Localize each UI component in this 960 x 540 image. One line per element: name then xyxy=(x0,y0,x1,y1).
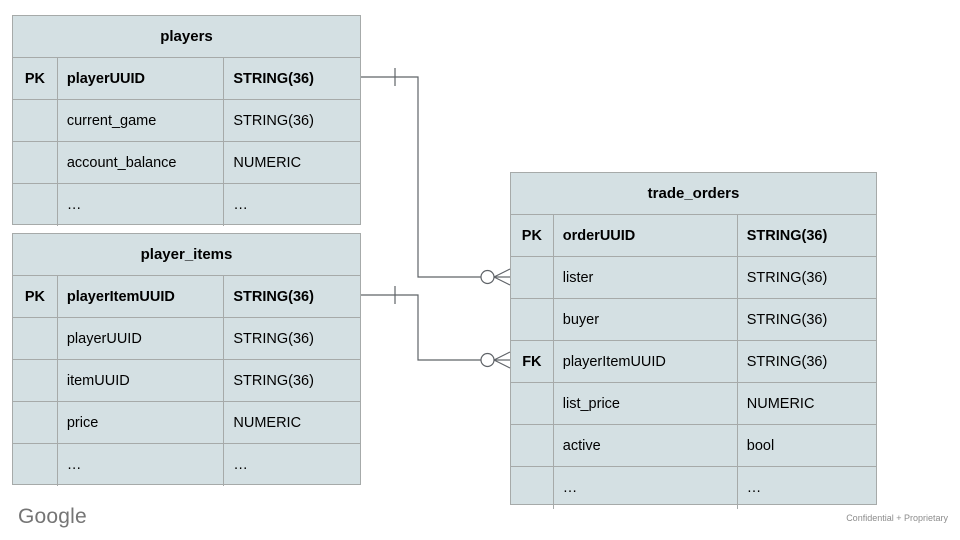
table-row[interactable]: lister STRING(36) xyxy=(511,257,876,299)
entity-player-items[interactable]: player_items PK playerItemUUID STRING(36… xyxy=(12,233,361,486)
row-field-type: … xyxy=(233,457,248,473)
entity-title-players: players xyxy=(13,16,360,58)
row-key-badge xyxy=(13,444,58,486)
row-key-badge xyxy=(511,467,554,509)
row-field-name: current_game xyxy=(58,100,225,141)
row-field-type: NUMERIC xyxy=(233,154,302,171)
row-field-name: playerUUID xyxy=(58,58,225,99)
table-row[interactable]: … … xyxy=(13,184,360,226)
confidentiality-notice: Confidential + Proprietary xyxy=(846,513,948,523)
table-row[interactable]: PK playerUUID STRING(36) xyxy=(13,58,360,100)
row-key-badge: PK xyxy=(13,58,58,99)
table-row[interactable]: current_game STRING(36) xyxy=(13,100,360,142)
row-field-type: bool xyxy=(746,437,775,454)
relationship-players-to-trade-orders[interactable] xyxy=(361,68,511,286)
row-field-name: playerItemUUID xyxy=(58,276,225,317)
connector-line-1 xyxy=(361,76,481,278)
crowsfoot-lower-1 xyxy=(493,276,511,286)
row-field-name: itemUUID xyxy=(58,360,225,401)
table-row[interactable]: list_price NUMERIC xyxy=(511,383,876,425)
entity-title-player-items: player_items xyxy=(13,234,360,276)
row-key-badge xyxy=(511,425,554,466)
google-logo: Google xyxy=(18,505,87,528)
row-key-badge xyxy=(13,142,58,183)
row-field-type: STRING(36) xyxy=(746,311,828,328)
row-field-type: STRING(36) xyxy=(233,112,314,129)
row-key-badge: PK xyxy=(13,276,58,317)
table-row[interactable]: playerUUID STRING(36) xyxy=(13,318,360,360)
row-key-badge xyxy=(13,360,58,401)
row-key-badge xyxy=(511,257,554,298)
row-field-name: price xyxy=(58,402,225,443)
entity-trade-orders[interactable]: trade_orders PK orderUUID STRING(36) lis… xyxy=(510,172,877,509)
row-field-type: STRING(36) xyxy=(233,330,314,347)
row-field-name: playerUUID xyxy=(58,318,225,359)
row-key-badge xyxy=(511,299,554,340)
table-row[interactable]: price NUMERIC xyxy=(13,402,360,444)
table-row[interactable]: buyer STRING(36) xyxy=(511,299,876,341)
row-key-badge xyxy=(13,318,58,359)
cardinality-zero-circle-1 xyxy=(480,269,495,285)
table-row[interactable]: … … xyxy=(13,444,360,486)
row-field-name: buyer xyxy=(554,299,738,340)
row-key-badge: FK xyxy=(511,341,554,382)
row-field-name: list_price xyxy=(554,383,738,424)
crowsfoot-upper-2 xyxy=(493,351,511,361)
table-row[interactable]: … … xyxy=(511,467,876,509)
row-field-name: … xyxy=(58,444,225,486)
row-field-name: … xyxy=(58,184,225,226)
table-row[interactable]: PK orderUUID STRING(36) xyxy=(511,215,876,257)
row-key-badge xyxy=(511,383,554,424)
row-field-type: … xyxy=(233,197,248,213)
cardinality-zero-circle-2 xyxy=(480,352,495,368)
row-field-type: NUMERIC xyxy=(233,414,302,431)
row-field-type: STRING(36) xyxy=(233,372,314,389)
table-row[interactable]: FK playerItemUUID STRING(36) xyxy=(511,341,876,383)
row-field-name: orderUUID xyxy=(554,215,738,256)
row-key-badge xyxy=(13,100,58,141)
table-row[interactable]: account_balance NUMERIC xyxy=(13,142,360,184)
row-field-name: playerItemUUID xyxy=(554,341,738,382)
relationship-player-items-to-trade-orders[interactable] xyxy=(361,286,511,369)
crowsfoot-upper-1 xyxy=(493,268,511,278)
row-field-name: account_balance xyxy=(58,142,225,183)
row-field-type: NUMERIC xyxy=(746,395,815,412)
row-field-type: … xyxy=(746,480,762,496)
row-field-type: STRING(36) xyxy=(746,353,828,370)
table-row[interactable]: itemUUID STRING(36) xyxy=(13,360,360,402)
row-field-name: active xyxy=(554,425,738,466)
row-field-type: STRING(36) xyxy=(746,227,828,244)
entity-title-trade-orders: trade_orders xyxy=(511,173,876,215)
row-field-type: STRING(36) xyxy=(746,269,828,286)
row-key-badge: PK xyxy=(511,215,554,256)
table-row[interactable]: active bool xyxy=(511,425,876,467)
crowsfoot-lower-2 xyxy=(493,359,511,369)
row-field-type: STRING(36) xyxy=(233,288,314,305)
row-field-name: … xyxy=(554,467,738,509)
table-row[interactable]: PK playerItemUUID STRING(36) xyxy=(13,276,360,318)
row-field-type: STRING(36) xyxy=(233,70,314,87)
row-key-badge xyxy=(13,184,58,226)
connector-line-2 xyxy=(361,294,481,361)
row-field-name: lister xyxy=(554,257,738,298)
entity-players[interactable]: players PK playerUUID STRING(36) current… xyxy=(12,15,361,226)
row-key-badge xyxy=(13,402,58,443)
